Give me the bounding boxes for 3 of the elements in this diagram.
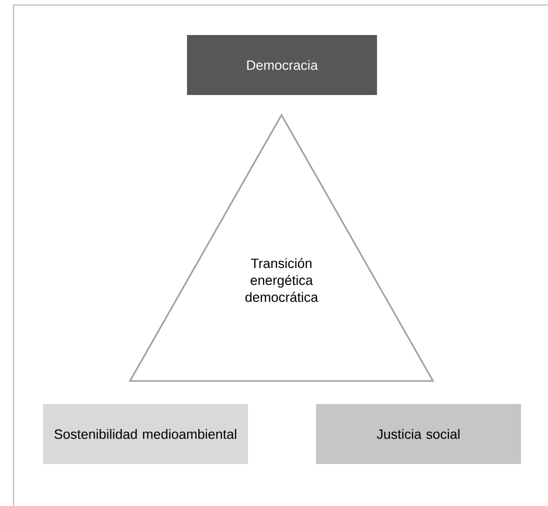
label-box: Sostenibilidad medioambiental	[43, 404, 248, 464]
label-box: Justicia social	[316, 404, 521, 464]
label-box: Democracia	[187, 35, 377, 95]
